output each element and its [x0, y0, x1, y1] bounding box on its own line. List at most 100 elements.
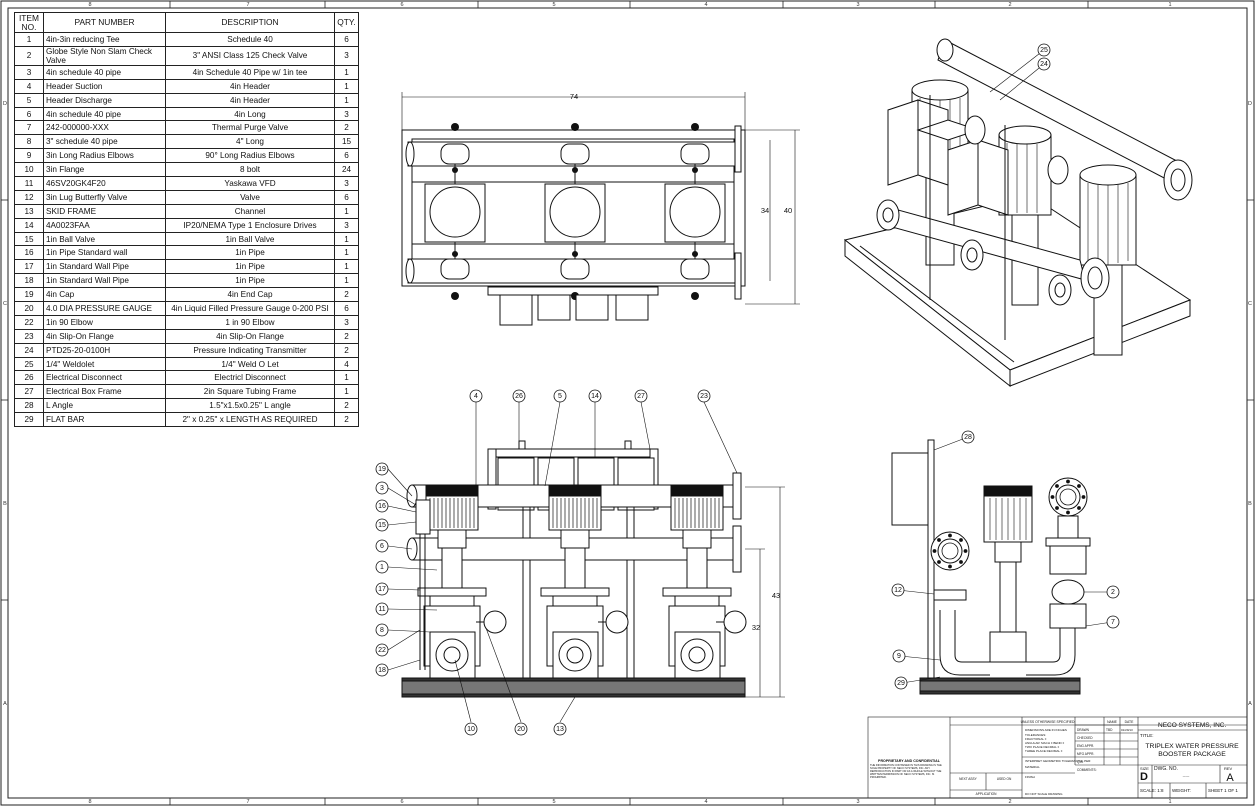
unless-specified: UNLESS OTHERWISE SPECIFIED:	[1021, 720, 1076, 724]
drawing-title-1: TRIPLEX WATER PRESSURE	[1145, 743, 1239, 750]
bom-cell-desc: 1.5"x1.5x0.25" L angle	[165, 398, 335, 414]
bom-cell-desc: 1in Pipe	[165, 245, 335, 261]
company-name: NECO SYSTEMS, INC.	[1158, 722, 1226, 729]
dim-inner-height: 34	[761, 206, 769, 215]
rev-value: A	[1226, 772, 1234, 784]
bom-cell-part: 4in schedule 40 pipe	[43, 64, 166, 80]
balloon-23: 23	[700, 393, 708, 400]
checked-label: CHECKED	[1077, 736, 1093, 740]
balloon-28: 28	[964, 434, 972, 441]
bom-cell-desc: Thermal Purge Valve	[165, 120, 335, 136]
zone-top-6: 6	[400, 2, 403, 8]
do-not-scale: DO NOT SCALE DRAWING	[1025, 792, 1063, 796]
bom-cell-part: 46SV20GK4F20	[43, 176, 166, 191]
zone-left-a: A	[3, 701, 7, 707]
bom-cell-qty: 1	[334, 92, 359, 108]
interpret: INTERPRET GEOMETRIC TOLERANCING PER:	[1025, 759, 1091, 763]
dwg-no-value: -----	[1183, 773, 1190, 778]
bom-cell-item: 1	[14, 32, 44, 47]
title-label: TITLE:	[1140, 733, 1154, 738]
front-view	[401, 440, 785, 698]
bom-cell-desc: 1in Ball Valve	[165, 231, 335, 247]
bom-cell-part: 4in Cap	[43, 287, 166, 303]
bom-cell-part: 1in Standard Wall Pipe	[43, 273, 166, 289]
bom-cell-part: 3in Lug Butterfly Valve	[43, 189, 166, 205]
bom-cell-desc: 2in Square Tubing Frame	[165, 384, 335, 400]
tolerances: TOLERANCES:	[1025, 733, 1046, 737]
balloon-1: 1	[380, 564, 384, 571]
zone-bot-7: 7	[246, 799, 249, 805]
next-assy: NEXT ASSY	[959, 777, 978, 781]
bom-cell-item: 20	[14, 301, 44, 316]
bom-cell-desc: 8 bolt	[165, 162, 335, 178]
bom-cell-item: 2	[14, 45, 44, 66]
bom-cell-qty: 3	[334, 176, 359, 191]
zone-left-c: C	[3, 301, 7, 307]
bom-cell-item: 29	[14, 412, 44, 428]
zone-right-d: D	[1248, 101, 1252, 107]
zone-left-b: B	[3, 501, 7, 507]
bom-cell-desc: 4in Liquid Filled Pressure Gauge 0-200 P…	[165, 301, 335, 316]
bom-cell-part: 1in Ball Valve	[43, 231, 166, 247]
bom-cell-qty: 1	[334, 78, 359, 94]
bom-cell-qty: 1	[334, 273, 359, 289]
finish: FINISH	[1025, 775, 1035, 779]
bom-cell-desc: 4in Header	[165, 78, 335, 94]
bom-cell-qty: 3	[334, 314, 359, 330]
balloon-18: 18	[378, 667, 386, 674]
balloon-27: 27	[637, 393, 645, 400]
bom-cell-part: PTD25-20-0100H	[43, 342, 166, 358]
zone-bot-6: 6	[400, 799, 403, 805]
balloons	[375, 43, 1120, 736]
zone-top-3: 3	[856, 2, 859, 8]
bom-cell-qty: 2	[334, 120, 359, 136]
balloon-14: 14	[591, 393, 599, 400]
drawn-label: DRAWN	[1077, 728, 1090, 732]
zone-right-b: B	[1248, 501, 1252, 507]
bom-cell-part: 1/4" Weldolet	[43, 356, 166, 372]
balloon-7: 7	[1111, 619, 1115, 626]
balloon-4: 4	[474, 393, 478, 400]
proprietary-notice: THE INFORMATION CONTAINED IN THIS DRAWIN…	[870, 764, 942, 779]
zone-top-4: 4	[704, 2, 707, 8]
balloon-6: 6	[380, 543, 384, 550]
bom-cell-desc: IP20/NEMA Type 1 Enclosure Drives	[165, 217, 335, 233]
balloon-16: 16	[378, 503, 386, 510]
balloon-17: 17	[378, 586, 386, 593]
bom-cell-part: 4in Slip-On Flange	[43, 328, 166, 344]
bom-cell-part: Header Discharge	[43, 92, 166, 108]
bom-cell-desc: 4in Schedule 40 Pipe w/ 1in tee	[165, 64, 335, 80]
bom-cell-part: 1in Standard Wall Pipe	[43, 259, 166, 275]
bom-cell-desc: 4" Long	[165, 134, 335, 150]
name-col: NAME	[1107, 720, 1118, 724]
bom-cell-part: Header Suction	[43, 78, 166, 94]
bom-cell-item: 24	[14, 342, 44, 358]
bom-cell-qty: 6	[334, 148, 359, 164]
bom-cell-desc: 4in Header	[165, 92, 335, 108]
bom-cell-part: SKID FRAME	[43, 203, 166, 219]
bom-cell-item: 9	[14, 148, 44, 164]
bom-cell-qty: 2	[334, 287, 359, 303]
bom-cell-qty: 6	[334, 301, 359, 316]
zone-bot-4: 4	[704, 799, 707, 805]
bom-cell-part: Globe Style Non Slam Check Valve	[43, 45, 166, 66]
bom-cell-qty: 2	[334, 412, 359, 428]
zone-top-2: 2	[1008, 2, 1011, 8]
bom-cell-qty: 24	[334, 162, 359, 178]
zone-left-d: D	[3, 101, 7, 107]
bom-cell-part: 3in Flange	[43, 162, 166, 178]
top-view	[401, 92, 800, 326]
bom-cell-desc: 1/4" Weld O Let	[165, 356, 335, 372]
application: APPLICATION	[976, 792, 998, 796]
bom-cell-qty: 2	[334, 342, 359, 358]
bom-cell-item: 6	[14, 106, 44, 122]
